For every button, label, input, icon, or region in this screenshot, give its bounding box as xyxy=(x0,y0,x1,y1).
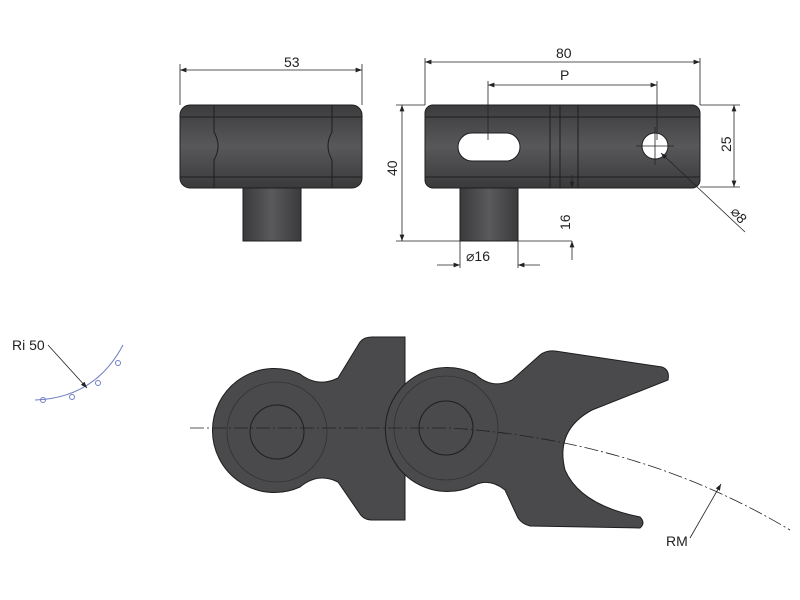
dim-body-height-25: 25 xyxy=(718,136,734,152)
dim-hole-diameter: ⌀8 xyxy=(728,204,751,227)
ri-50-label: Ri 50 xyxy=(12,337,45,353)
front-view: 80 P 40 25 16 ⌀16 ⌀8 xyxy=(384,45,751,268)
chain-link-right xyxy=(384,350,669,529)
inner-radius-detail: Ri 50 xyxy=(12,337,124,403)
side-pin xyxy=(242,185,302,242)
dim-height-40: 40 xyxy=(384,160,400,176)
pitch-centerline xyxy=(190,427,791,531)
slot-hole xyxy=(457,132,521,162)
dim-pitch-p: P xyxy=(560,67,569,83)
dim-pin-length-16: 16 xyxy=(557,214,573,230)
dim-length-80: 80 xyxy=(556,45,572,61)
rm-label: RM xyxy=(666,533,688,549)
dim-pin-diameter: ⌀16 xyxy=(466,248,490,264)
chain-link-left xyxy=(211,336,406,521)
front-body xyxy=(424,104,701,189)
front-pin xyxy=(459,185,519,242)
side-body xyxy=(179,104,363,189)
dim-width-53: 53 xyxy=(284,54,300,70)
plan-view: RM xyxy=(190,336,791,549)
side-view: 53 xyxy=(179,54,363,242)
